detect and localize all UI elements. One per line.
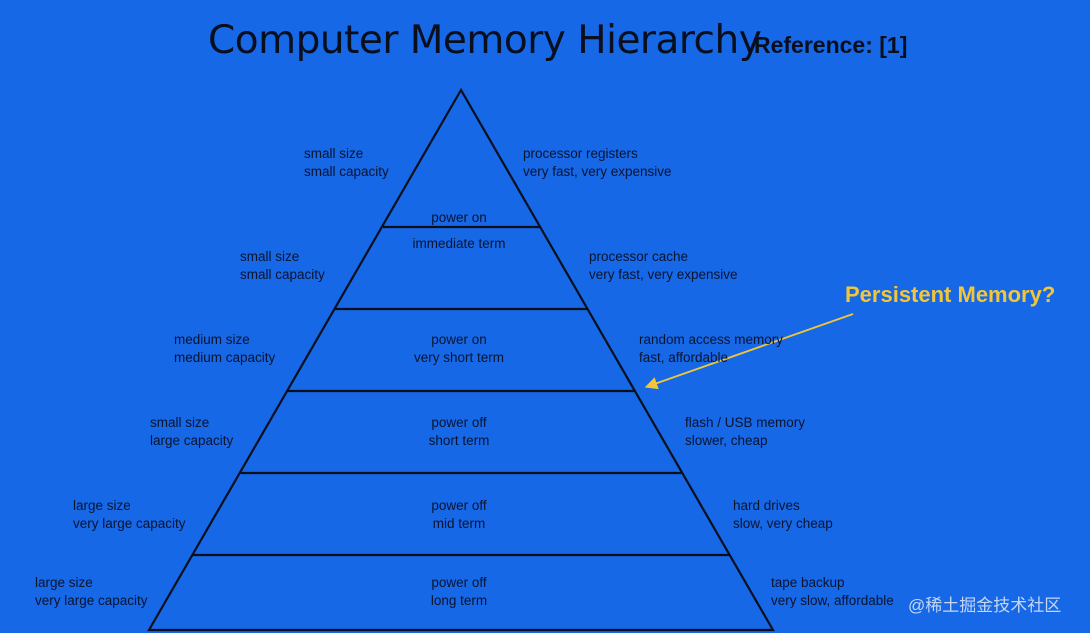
level-1-left-label: small size small capacity xyxy=(304,146,389,179)
level-4-center-label: power off short term xyxy=(428,415,490,448)
reference-label: Reference: [1] xyxy=(754,32,908,58)
annotation-arrow xyxy=(644,313,854,390)
pyramid-outline xyxy=(147,87,775,632)
level-5-left-label: large size very large capacity xyxy=(73,498,186,531)
level-6-center-label: power off long term xyxy=(430,575,488,608)
level-4-right-label: flash / USB memory slower, cheap xyxy=(685,415,806,448)
level-2-left-label: small size small capacity xyxy=(240,249,325,282)
level-2-right-label: processor cache very fast, very expensiv… xyxy=(589,249,738,282)
level-4-left-label: small size large capacity xyxy=(150,415,234,448)
level-3-center-label: power on very short term xyxy=(413,332,505,365)
level-3-right-label: random access memory fast, affordable xyxy=(639,332,784,365)
level-6-left-label: large size very large capacity xyxy=(35,575,148,608)
persistent-memory-annotation: Persistent Memory? xyxy=(845,282,1056,307)
watermark-text: @稀土掘金技术社区 xyxy=(908,596,1062,615)
level-3-left-label: medium size medium capacity xyxy=(174,332,276,365)
level-5-right-label: hard drives slow, very cheap xyxy=(733,498,833,531)
level-1-right-label: processor registers very fast, very expe… xyxy=(523,146,672,179)
diagram-title: Computer Memory Hierarchy xyxy=(208,18,762,63)
level-5-center-label: power off mid term xyxy=(431,498,487,531)
level-1-center-label: power on immediate term xyxy=(412,210,506,251)
level-6-right-label: tape backup very slow, affordable xyxy=(771,575,894,608)
